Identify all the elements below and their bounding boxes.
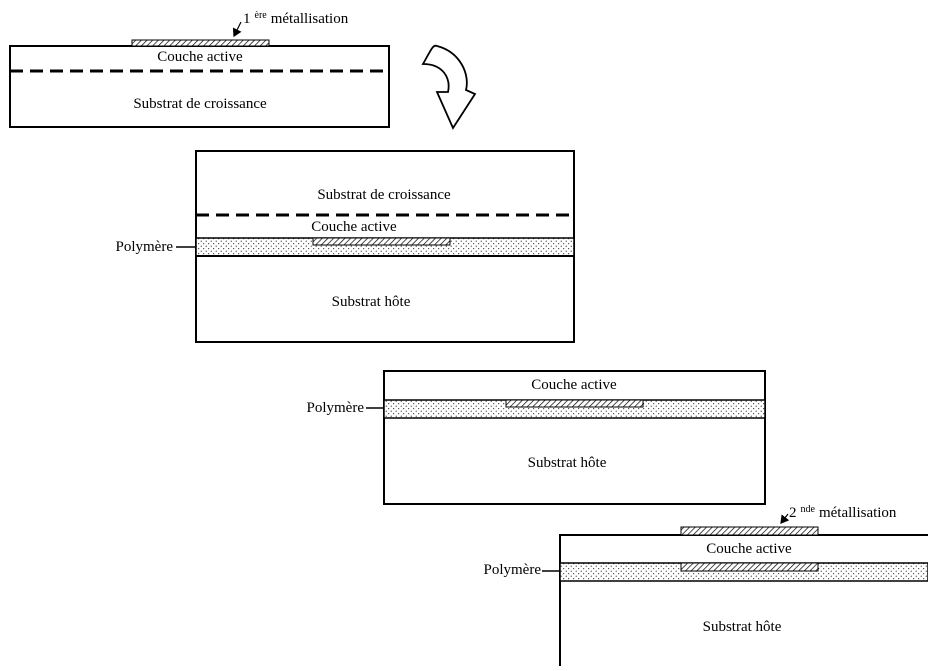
metal2-superscript: nde bbox=[801, 504, 816, 515]
metal2-text: métallisation bbox=[819, 505, 897, 521]
step-3: Couche active Substrat hôte Polymère bbox=[307, 371, 766, 504]
step4-host-substrate-label: Substrat hôte bbox=[703, 619, 782, 635]
step4-polymer-label: Polymère bbox=[484, 562, 542, 578]
step4-active-layer-label: Couche active bbox=[706, 541, 792, 557]
step1-first-metal-pad bbox=[132, 40, 269, 46]
metal2-pointer-arrow bbox=[781, 514, 788, 523]
metal1-text: métallisation bbox=[271, 11, 349, 27]
step3-host-substrate-label: Substrat hôte bbox=[528, 455, 607, 471]
metal1-pointer-arrow bbox=[234, 22, 241, 36]
step2-first-metal-pad bbox=[313, 238, 450, 245]
step3-polymer-label: Polymère bbox=[307, 400, 365, 416]
step4-first-metal-pad bbox=[681, 563, 818, 571]
step1-active-layer-label: Couche active bbox=[157, 49, 243, 65]
step2-host-substrate-label: Substrat hôte bbox=[332, 294, 411, 310]
step2-polymer-label: Polymère bbox=[116, 239, 174, 255]
step-1: Couche active Substrat de croissance 1 èr… bbox=[10, 10, 389, 127]
step3-active-layer-label: Couche active bbox=[531, 377, 617, 393]
step-2: Substrat de croissance Couche active Sub… bbox=[116, 151, 575, 342]
step4-second-metal-pad bbox=[681, 527, 818, 535]
step1-growth-substrate-label: Substrat de croissance bbox=[133, 96, 267, 112]
step3-first-metal-pad bbox=[506, 400, 643, 407]
step2-growth-substrate-label: Substrat de croissance bbox=[317, 187, 451, 203]
step-4: Couche active Substrat hôte Polymère 2 nd… bbox=[484, 504, 928, 666]
step2-active-layer-label: Couche active bbox=[311, 219, 397, 235]
metal2-number: 2 bbox=[789, 505, 797, 521]
curved-down-arrow-icon bbox=[423, 46, 475, 128]
metal1-number: 1 bbox=[243, 11, 251, 27]
metal1-superscript: ère bbox=[255, 10, 268, 21]
